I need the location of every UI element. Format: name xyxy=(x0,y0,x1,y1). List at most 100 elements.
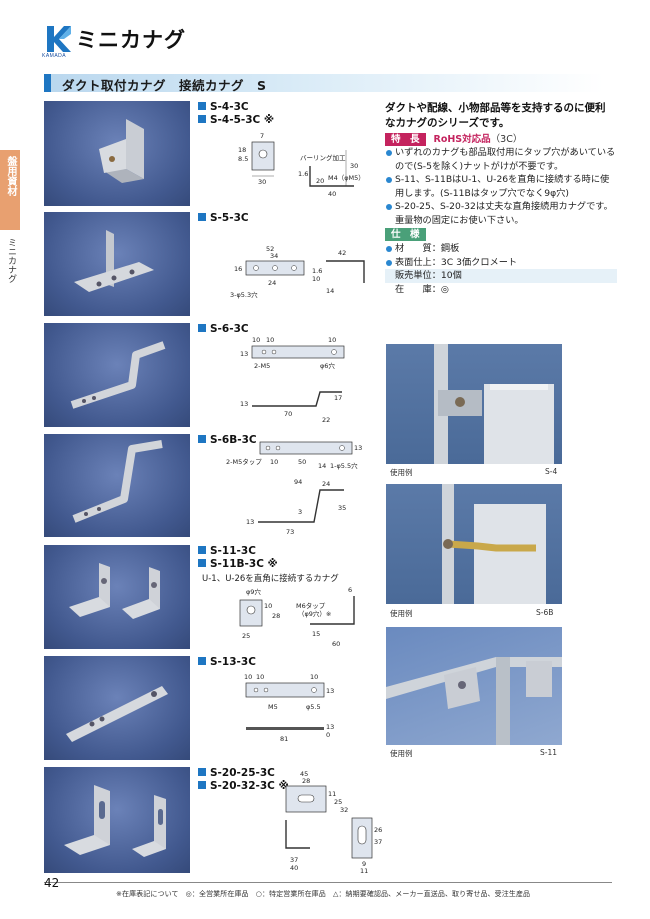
dim-s6-h: 13 xyxy=(240,350,248,358)
dim-s13-t: 13 xyxy=(326,723,334,731)
spec-header: 仕 様 xyxy=(385,228,426,241)
product-photo-s13 xyxy=(44,656,190,760)
drawing-s13: 10 10 10 13 M5 φ5.5 81 13 0 xyxy=(236,673,336,745)
usage-model: S-6B xyxy=(536,608,554,617)
dim-s6-m: 2-M5 xyxy=(254,362,270,370)
dim-s5-w1: 52 xyxy=(266,245,274,253)
dim-s11-tap: M6タップ xyxy=(296,601,326,610)
dim-s11-v: 15 xyxy=(312,630,320,638)
product-photo-s6 xyxy=(44,323,190,427)
product-photo-s4 xyxy=(44,101,190,206)
product-code-s20-32: S-20-32-3C ※ xyxy=(198,780,289,793)
dim-s6b-e: 24 xyxy=(322,480,330,488)
dim-s6-e: 22 xyxy=(322,416,330,424)
square-bullet-icon xyxy=(198,768,206,776)
stock-legend: ※在庫表記について ◎：全営業所在庫品 ○：特定営業所在庫品 △：納期要確認品、… xyxy=(116,890,531,898)
dim-s6-len: 70 xyxy=(284,410,292,418)
section-marker xyxy=(44,74,51,92)
dim-s20-b1: 9 xyxy=(362,860,366,868)
dim-s4-burring: バーリング加工 xyxy=(300,153,346,162)
product-code-s11b: S-11B-3C ※ xyxy=(198,558,278,571)
dim-s6-t: 13 xyxy=(240,400,248,408)
spec-tag: 仕 様 xyxy=(385,228,426,241)
dim-s6-b: 10 xyxy=(266,336,274,344)
dim-s11-hole: φ9穴 xyxy=(246,587,261,596)
rohs-tail: （3C） xyxy=(490,134,523,145)
dim-s11-h2: 28 xyxy=(272,612,280,620)
square-bullet-icon xyxy=(198,435,206,443)
drawing-s6b: 13 2-M5タップ 10 50 14 1-φ5.5穴 94 24 3 35 1… xyxy=(226,438,366,538)
usage-photo-s6b xyxy=(386,484,562,604)
intro-text: ダクトや配線、小物部品等を支持するのに便利なカナグのシリーズです。 xyxy=(385,102,606,129)
features-list: いずれのカナグも部品取付用にタップ穴があいているので(S-5を除く)ナットがけが… xyxy=(385,146,617,227)
square-bullet-icon xyxy=(198,324,206,332)
dim-s20-h2: 25 xyxy=(334,798,342,806)
feature-item: いずれのカナグも部品取付用にタップ穴があいているので(S-5を除く)ナットがけが… xyxy=(385,146,617,173)
side-category-label: ミニカナグ xyxy=(6,238,16,283)
dim-s5-r: 42 xyxy=(338,249,346,257)
usage-model: S-4 xyxy=(545,467,558,476)
dim-s20-r1: 26 xyxy=(374,826,382,834)
usage-label: 使用例 xyxy=(390,609,413,618)
dim-s6b-v: 35 xyxy=(338,504,346,512)
dim-s6b-tap: 2-M5タップ xyxy=(226,457,262,466)
usage-label: 使用例 xyxy=(390,468,413,477)
square-bullet-icon xyxy=(198,657,206,665)
product-photo-s5 xyxy=(44,212,190,316)
dim-s6b-t2: 13 xyxy=(246,518,254,526)
spec-finish: 表面仕上：3C 3価クロメート xyxy=(385,256,617,270)
product-code-s11: S-11-3C xyxy=(198,545,256,558)
square-bullet-icon xyxy=(198,559,206,567)
dim-s4-h: 30 xyxy=(350,162,358,170)
dim-s5-w3: 24 xyxy=(268,279,276,287)
dim-s5-v2: 10 xyxy=(312,275,320,283)
dim-s13-a: 10 xyxy=(244,673,252,681)
side-tab-label: 盤用資材 xyxy=(5,156,16,196)
usage-model: S-11 xyxy=(540,748,558,757)
dim-s11-w: 25 xyxy=(242,632,250,640)
product-code-s6b: S-6B-3C xyxy=(198,434,257,447)
dim-s5-h: 16 xyxy=(234,265,242,273)
dim-s6b-h: 13 xyxy=(354,444,362,452)
section-band: ダクト取付カナグ 接続カナグ S xyxy=(44,74,604,93)
dim-s5-s: 14 xyxy=(326,287,334,295)
dim-s13-b: 10 xyxy=(256,673,264,681)
product-photo-s11 xyxy=(44,545,190,649)
product-code-s4-5: S-4-5-3C ※ xyxy=(198,114,274,127)
dim-s11-tap2: （φ9穴）※ xyxy=(298,609,331,618)
page-number: 42 xyxy=(44,876,60,890)
dim-s20-h3: 32 xyxy=(340,806,348,814)
product-code-s20-25: S-20-25-3C xyxy=(198,767,275,780)
dim-s6-c: 10 xyxy=(328,336,336,344)
drawing-s11: φ9穴 10 28 25 M6タップ （φ9穴）※ 6 15 60 xyxy=(236,584,366,650)
footer-rule xyxy=(44,882,612,883)
dim-s6b-b: 50 xyxy=(298,458,306,466)
dim-s5-w2: 34 xyxy=(270,252,278,260)
drawing-s5: 52 34 16 24 3-φ5.3穴 42 1.6 10 14 xyxy=(226,243,372,303)
dim-s4-b1: 20 xyxy=(316,177,324,185)
rohs-label: RoHS対応品 xyxy=(433,134,491,145)
dim-s20-side: 37 xyxy=(290,856,298,864)
spec-stock: 在 庫：◎ xyxy=(395,283,449,295)
dim-s20-b2: 11 xyxy=(360,867,368,875)
dim-s6-hole: φ6穴 xyxy=(320,361,335,370)
dim-s4-left: 18 xyxy=(238,146,246,154)
feature-item: S-11、S-11BはU-1、U-26を直角に接続する時に使用します。(S-11… xyxy=(385,173,617,200)
square-bullet-icon xyxy=(198,213,206,221)
section-title: ダクト取付カナグ 接続カナグ S xyxy=(62,78,267,93)
page-title: ミニカナグ xyxy=(76,28,186,52)
kamada-logo-icon xyxy=(47,26,71,52)
dim-s20-r2: 37 xyxy=(374,838,382,846)
dim-s13-hole: φ5.5 xyxy=(306,703,321,711)
dim-s11-base: 60 xyxy=(332,640,340,648)
spec-unit: 販売単位：10個 xyxy=(385,269,617,283)
product-photo-s6b xyxy=(44,434,190,537)
side-tab[interactable] xyxy=(0,150,20,230)
product-photo-s20 xyxy=(44,767,190,873)
square-bullet-icon xyxy=(198,781,206,789)
dim-s6b-hole: 1-φ5.5穴 xyxy=(330,461,358,470)
dim-s20-w1: 45 xyxy=(300,770,308,778)
product-code-s4: S-4-3C xyxy=(198,101,249,114)
